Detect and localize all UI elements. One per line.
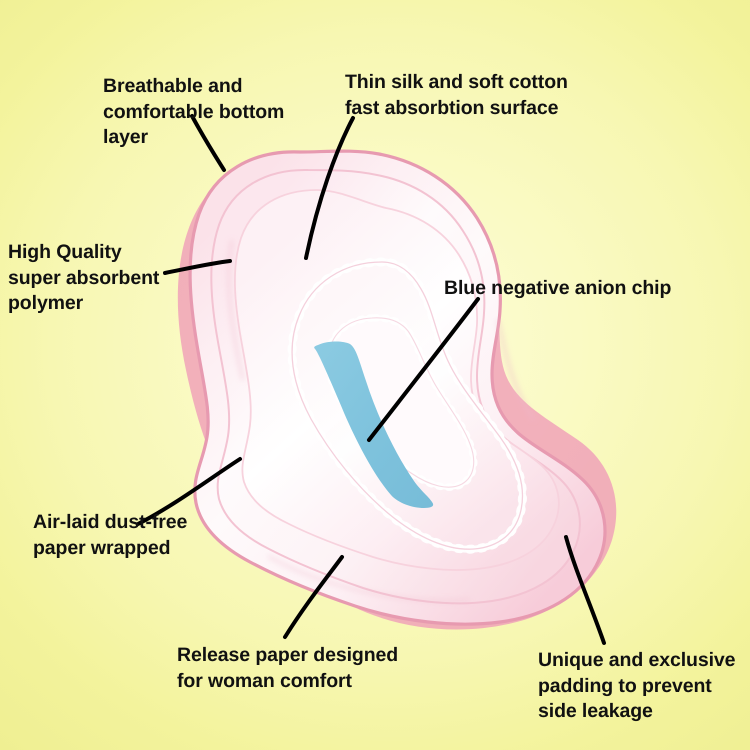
leader-lines <box>136 114 606 645</box>
leader-line-release <box>283 555 344 639</box>
callout-blue-anion-chip: Blue negative anion chip <box>444 277 672 299</box>
leader-line-polymer <box>163 259 232 275</box>
pad-shading <box>227 239 536 603</box>
leader-line-anion <box>367 297 480 442</box>
callout-side-leakage-padding: Unique and exclusive padding to prevent … <box>538 649 736 723</box>
leader-line-unique <box>564 535 606 645</box>
leader-line-breathable <box>190 114 226 172</box>
callout-super-absorbent-polymer: High Quality super absorbent polymer <box>8 241 160 315</box>
blue-anion-chip <box>314 341 434 508</box>
callout-release-paper: Release paper designed for woman comfort <box>177 644 399 692</box>
leader-line-thin-silk <box>304 116 355 260</box>
callout-breathable-bottom-layer: Breathable and comfortable bottom layer <box>103 75 285 149</box>
callout-air-laid-paper: Air-laid dust-free paper wrapped <box>33 511 188 559</box>
leader-line-airlaid <box>136 457 242 526</box>
callout-thin-silk-surface: Thin silk and soft cotton fast absorbtio… <box>345 71 568 119</box>
